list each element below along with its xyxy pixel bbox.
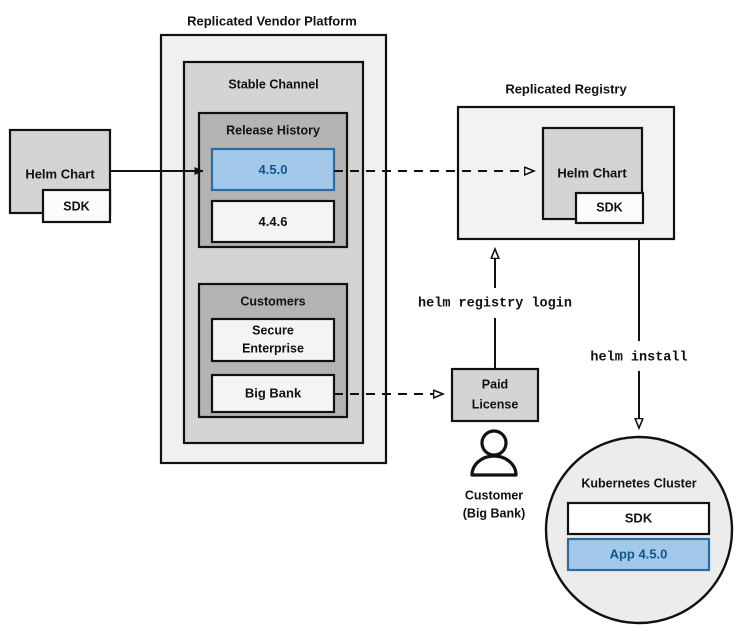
command-helm-registry-login: helm registry login bbox=[418, 297, 572, 312]
customer-actor-label-line2: (Big Bank) bbox=[463, 506, 526, 520]
paid-license-group: Paid License bbox=[450, 367, 540, 423]
customer-secure-enterprise-label-line2: Enterprise bbox=[242, 341, 304, 355]
source-helm-chart-group: Helm Chart SDK bbox=[8, 128, 112, 224]
stable-channel-title: Stable Channel bbox=[228, 77, 318, 91]
release-item-4-4-6[interactable] bbox=[210, 199, 336, 244]
cluster-item-app-label: App 4.5.0 bbox=[610, 546, 668, 561]
registry-helm-chart-label: Helm Chart bbox=[557, 165, 627, 180]
customer-secure-enterprise[interactable] bbox=[210, 317, 336, 363]
release-history-title: Release History bbox=[226, 123, 320, 137]
source-sdk-box bbox=[41, 188, 112, 224]
cluster-item-sdk[interactable] bbox=[566, 501, 711, 536]
registry-title: Replicated Registry bbox=[505, 81, 627, 96]
customer-actor-label-line1: Customer bbox=[465, 488, 523, 502]
paid-license-label-line1: Paid bbox=[482, 377, 508, 391]
registry-sdk-label: SDK bbox=[596, 200, 622, 214]
customer-big-bank[interactable] bbox=[210, 373, 336, 414]
release-item-4-5-0[interactable] bbox=[210, 147, 336, 192]
customers-title: Customers bbox=[240, 294, 305, 308]
command-helm-install: helm install bbox=[590, 351, 687, 366]
release-item-4-4-6-label: 4.4.6 bbox=[259, 214, 288, 229]
person-icon-body bbox=[470, 454, 518, 477]
customer-big-bank-label: Big Bank bbox=[245, 385, 302, 400]
vendor-platform-group: Stable Channel Release History 4.5.0 4.4… bbox=[159, 33, 388, 465]
kubernetes-cluster-title: Kubernetes Cluster bbox=[581, 476, 696, 490]
cluster-item-sdk-label: SDK bbox=[625, 510, 653, 525]
registry-sdk-box bbox=[574, 191, 645, 225]
source-helm-chart-label: Helm Chart bbox=[25, 166, 95, 181]
release-item-4-5-0-label: 4.5.0 bbox=[259, 162, 288, 177]
source-sdk-label: SDK bbox=[63, 199, 89, 213]
paid-license-label-line2: License bbox=[472, 397, 519, 411]
customer-secure-enterprise-label-line1: Secure bbox=[252, 323, 294, 337]
person-icon-head bbox=[480, 429, 508, 457]
kubernetes-cluster-group: Kubernetes Cluster SDK App 4.5.0 bbox=[544, 435, 734, 625]
replicated-registry-group: Helm Chart SDK bbox=[456, 105, 676, 241]
cluster-item-app[interactable] bbox=[566, 537, 711, 572]
platform-title: Replicated Vendor Platform bbox=[187, 13, 357, 28]
customer-actor-group: Customer (Big Bank) bbox=[463, 429, 526, 520]
